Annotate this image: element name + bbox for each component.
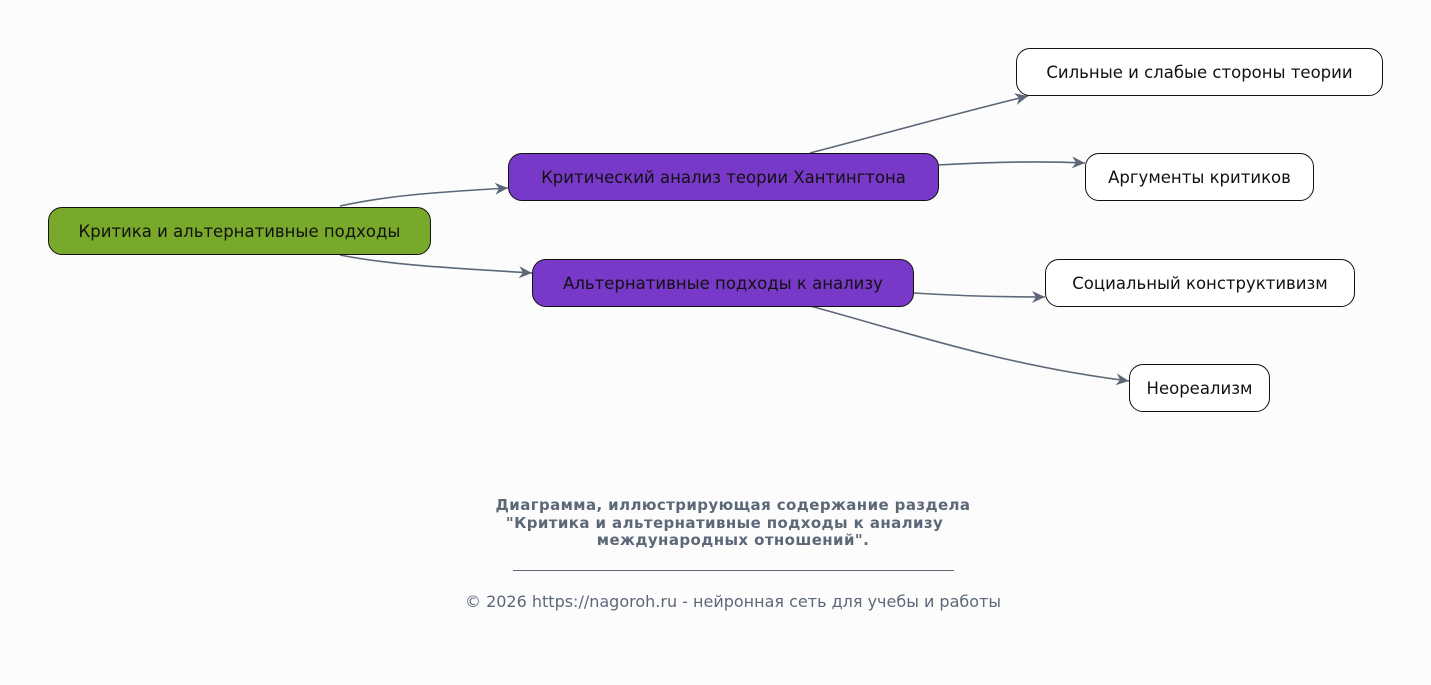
edge-root-to-critical-analysis bbox=[339, 182, 509, 207]
edge-alternative-to-neorealism bbox=[809, 305, 1130, 386]
node-label: Альтернативные подходы к анализу bbox=[563, 273, 883, 293]
edge-critical-to-arguments bbox=[937, 156, 1086, 169]
node-label: Аргументы критиков bbox=[1108, 167, 1291, 187]
node-label: Сильные и слабые стороны теории bbox=[1046, 62, 1353, 82]
node-label: Критический анализ теории Хантингтона bbox=[541, 167, 906, 187]
node-social-constructivism[interactable]: Социальный конструктивизм bbox=[1045, 259, 1355, 307]
node-critics-arguments[interactable]: Аргументы критиков bbox=[1085, 153, 1314, 201]
edge-alternative-to-constructivism bbox=[913, 290, 1046, 303]
footer-copyright: © 2026 https://nagoroh.ru - нейронная се… bbox=[464, 592, 1001, 611]
diagram-caption: Диаграмма, иллюстрирующая содержание раз… bbox=[433, 496, 1033, 550]
divider bbox=[513, 570, 954, 571]
node-critical-analysis[interactable]: Критический анализ теории Хантингтона bbox=[508, 153, 939, 201]
node-strengths-weaknesses[interactable]: Сильные и слабые стороны теории bbox=[1016, 48, 1383, 96]
node-root[interactable]: Критика и альтернативные подходы bbox=[48, 207, 431, 255]
node-label: Неореализм bbox=[1146, 378, 1253, 398]
edge-root-to-alternative-approaches bbox=[339, 254, 533, 279]
caption-line: Диаграмма, иллюстрирующая содержание раз… bbox=[495, 496, 971, 514]
node-label: Социальный конструктивизм bbox=[1072, 273, 1328, 293]
node-neorealism[interactable]: Неореализм bbox=[1129, 364, 1270, 412]
node-alternative-approaches[interactable]: Альтернативные подходы к анализу bbox=[532, 259, 914, 307]
caption-line: "Критика и альтернативные подходы к анал… bbox=[505, 513, 961, 532]
node-label: Критика и альтернативные подходы bbox=[78, 221, 401, 241]
edge-critical-to-strengths bbox=[809, 93, 1029, 154]
caption-line: международных отношений". bbox=[596, 531, 870, 549]
